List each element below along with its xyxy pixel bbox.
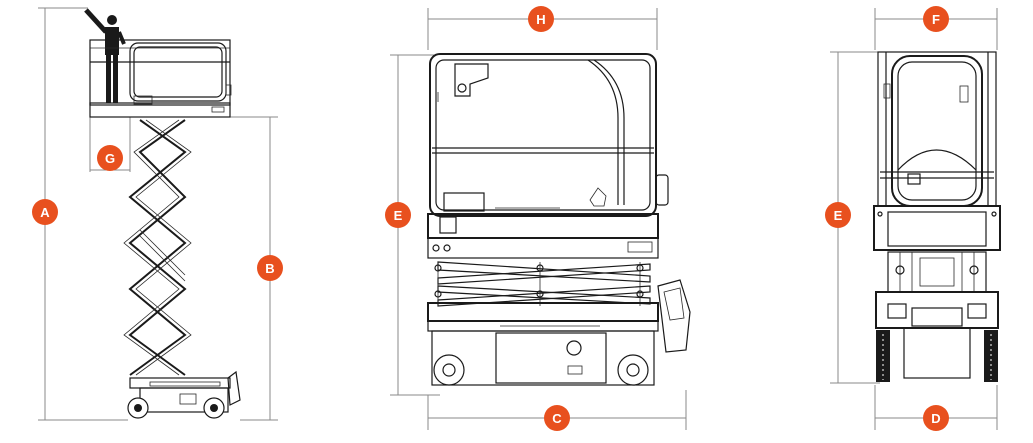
marker-c: C <box>544 405 570 431</box>
marker-b: B <box>257 255 283 281</box>
marker-a-label: A <box>40 205 50 220</box>
marker-h-label: H <box>536 12 545 27</box>
marker-e-rear: E <box>825 202 851 228</box>
deck-front <box>427 213 659 259</box>
rear-view <box>830 8 1001 430</box>
marker-e-rear-label: E <box>834 208 843 223</box>
operator-silhouette <box>84 8 126 103</box>
scissor-arms-front <box>434 261 651 307</box>
marker-b-label: B <box>265 261 274 276</box>
marker-e-front-label: E <box>394 208 403 223</box>
marker-d: D <box>923 405 949 431</box>
dimension-markers: A B C D E E F G <box>32 6 949 431</box>
chassis-front <box>427 279 691 386</box>
lift-mechanism-rear <box>887 251 987 293</box>
platform-side <box>89 39 232 118</box>
side-view <box>38 7 278 421</box>
deck-rear <box>873 205 1001 251</box>
guardrail-front <box>429 53 669 217</box>
chassis-side <box>127 370 241 419</box>
front-view <box>390 8 691 430</box>
marker-f-label: F <box>932 12 940 27</box>
marker-a: A <box>32 199 58 225</box>
chassis-rear <box>875 291 999 382</box>
marker-f: F <box>923 6 949 32</box>
guardrail-rear <box>877 51 997 207</box>
marker-d-label: D <box>931 411 940 426</box>
marker-g-label: G <box>105 151 115 166</box>
marker-e-front: E <box>385 202 411 228</box>
scissor-stack-side <box>123 119 192 376</box>
marker-g: G <box>97 145 123 171</box>
marker-c-label: C <box>552 411 562 426</box>
marker-h: H <box>528 6 554 32</box>
